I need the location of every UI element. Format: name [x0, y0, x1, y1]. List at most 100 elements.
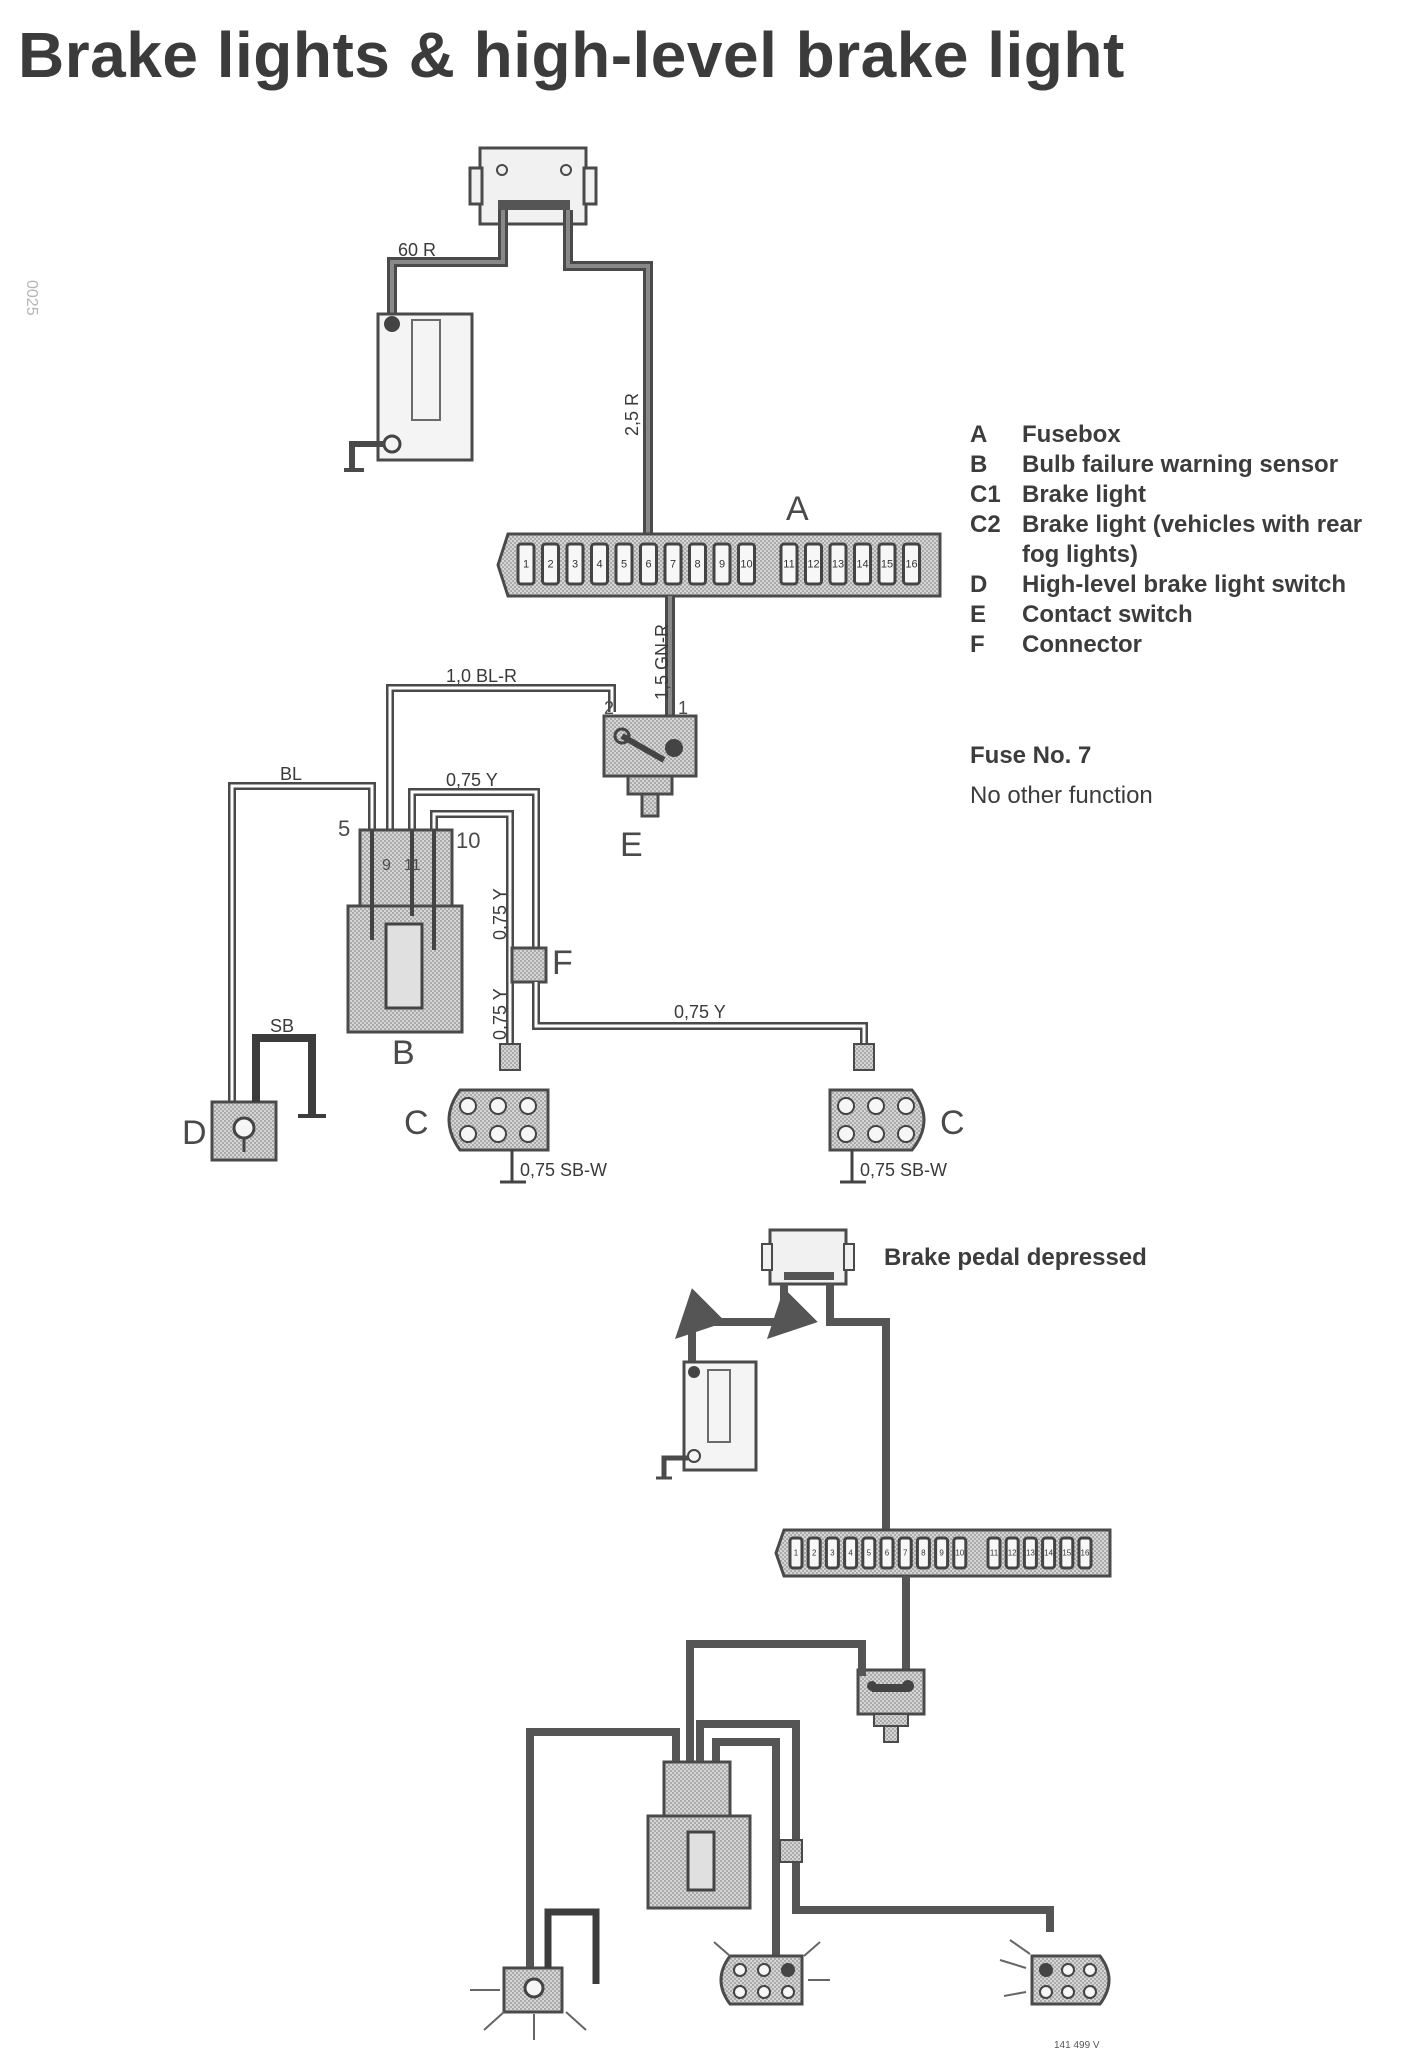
fuse-slot [879, 1536, 895, 1570]
legend-key: B [970, 451, 988, 478]
brake-light-c-left [447, 1043, 550, 1184]
wire-label-sb: SB [270, 1016, 294, 1036]
bulb-failure-sensor-b [346, 828, 464, 1034]
fuse-number: 3 [830, 1549, 835, 1558]
contact-switch-bottom [856, 1668, 926, 1743]
fuse-number: 13 [832, 559, 844, 571]
fuse-slot [806, 1536, 822, 1570]
pin-5: 5 [338, 816, 350, 841]
connector-f [510, 946, 548, 984]
fuse-slot [828, 542, 848, 586]
fuse-number: 8 [694, 559, 700, 571]
fuse-slot [688, 542, 707, 586]
battery-bottom [656, 1360, 758, 1480]
wire-label-25r: 2,5 R [622, 393, 642, 436]
fuse-number: 16 [1081, 1549, 1090, 1558]
pin-1: 1 [678, 698, 688, 718]
fuse-slot [541, 542, 560, 586]
fuse-slot [804, 542, 823, 586]
fuse-number: 15 [1062, 1549, 1071, 1558]
fuse-slot [1022, 1536, 1038, 1570]
fuse-slot [861, 1536, 877, 1570]
fuse-slot [639, 542, 658, 586]
fuse-slot [516, 542, 536, 586]
brake-light-bottom-right [1030, 1954, 1111, 2006]
battery-top [344, 312, 474, 472]
fuse-number: 4 [848, 1549, 853, 1558]
contact-switch-e [602, 714, 698, 818]
wire-label-60r: 60 R [398, 240, 436, 260]
switch-bottom [502, 1908, 600, 2014]
fuse-number: 10 [740, 559, 752, 571]
fuse-number: 10 [955, 1549, 964, 1558]
bottom-connector-block [761, 1228, 855, 1286]
pin-10: 10 [456, 828, 480, 853]
label-f: F [552, 944, 573, 982]
fuse-number: 3 [572, 559, 578, 571]
wire-label-075y-left: 0,75 Y [490, 988, 510, 1040]
label-a: A [786, 490, 809, 528]
fuse-slot [824, 1536, 840, 1570]
legend-item: E Contact switch [970, 600, 1382, 630]
page-title: Brake lights & high-level brake light [18, 19, 1125, 91]
wire-label-075y-right: 0,75 Y [674, 1002, 726, 1022]
fuse-number: 16 [905, 559, 917, 571]
pin-2: 2 [604, 698, 614, 718]
fuse-slot [1059, 1536, 1075, 1570]
fuse-number: 12 [1008, 1549, 1017, 1558]
legend-key: C2 [970, 511, 1001, 538]
wire-label-075sbw-left: 0,75 SB-W [520, 1160, 607, 1180]
fuse-number: 14 [856, 559, 868, 571]
fuse-number: 1 [794, 1549, 799, 1558]
wire-label-bl: BL [280, 764, 302, 784]
fuse-number: 6 [885, 1549, 890, 1558]
wire-label-075y-top: 0,75 Y [446, 770, 498, 790]
fuse-number: 12 [807, 559, 819, 571]
fuse-slot [1041, 1536, 1057, 1570]
fuse-slot [902, 542, 921, 586]
wire-label-075sbw-right: 0,75 SB-W [860, 1160, 947, 1180]
fuse-number: 2 [812, 1549, 817, 1558]
fuse-number: 9 [719, 559, 725, 571]
legend-label: Contact switch [1022, 601, 1193, 628]
pin-11: 11 [404, 857, 421, 874]
fuse-slot [737, 542, 756, 586]
fuse-number: 11 [990, 1549, 999, 1558]
legend-key: C1 [970, 481, 1001, 508]
fuse-number: 14 [1044, 1549, 1053, 1558]
fuse-note-text: No other function [970, 782, 1153, 809]
legend-key: E [970, 601, 987, 628]
legend-key: A [970, 421, 988, 448]
light-rays [470, 1939, 1031, 2040]
fuse-slot [565, 542, 585, 586]
label-d: D [182, 1114, 207, 1152]
fuse-number: 8 [921, 1549, 926, 1558]
fuse-slot [897, 1536, 913, 1570]
fuse-slot [590, 542, 609, 586]
fuse-number: 5 [867, 1549, 872, 1558]
fuse-slot [934, 1536, 950, 1570]
fuse-number: 15 [881, 559, 893, 571]
legend-label: High-level brake light switch [1022, 571, 1347, 598]
fuse-slot [788, 1536, 804, 1570]
wire-label-10blr: 1,0 BL-R [446, 666, 517, 686]
connector-bottom [779, 1839, 803, 1863]
footer-code: 141 499 V [1054, 2040, 1100, 2051]
fuse-slot [712, 542, 732, 586]
wire-label-075y-vert: 0,75 Y [490, 888, 510, 940]
fuse-note-heading: Fuse No. 7 [970, 742, 1092, 769]
wire-label-15gnr: 1,5 GN-R [652, 624, 672, 700]
fuse-slot [1004, 1536, 1020, 1570]
fuse-slot [663, 542, 683, 586]
pedal-caption: Brake pedal depressed [884, 1244, 1147, 1271]
fuse-slot [952, 1536, 968, 1570]
fuse-slot [915, 1536, 931, 1570]
legend-key: D [970, 571, 988, 598]
pin-9: 9 [382, 857, 391, 874]
